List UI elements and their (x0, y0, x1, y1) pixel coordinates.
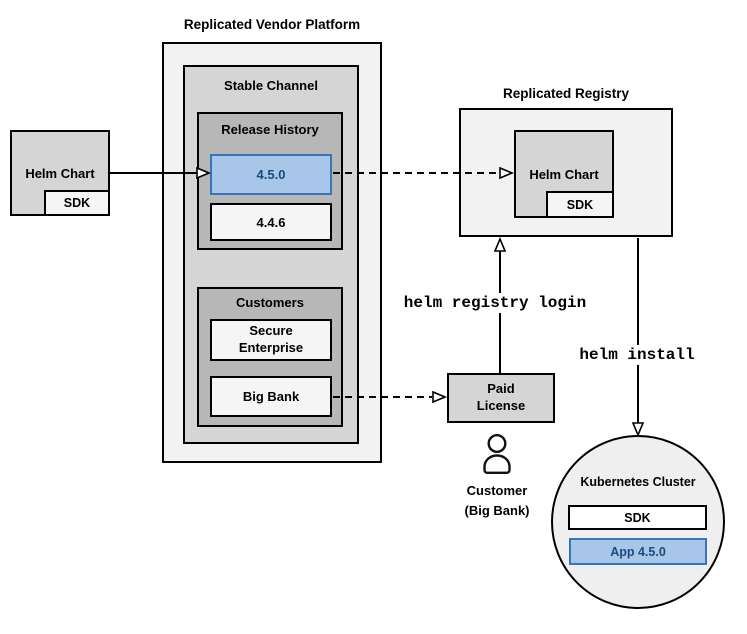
kubernetes-cluster-circle: Kubernetes Cluster SDK App 4.5.0 (551, 435, 725, 609)
release-item-4-4-6: 4.4.6 (210, 203, 332, 241)
source-helm-chart-label: Helm Chart (25, 165, 95, 181)
source-helm-chart-box: Helm Chart SDK (10, 130, 110, 216)
cluster-sdk-label: SDK (624, 510, 651, 525)
customers-box: Customers Secure Enterprise Big Bank (197, 287, 343, 427)
cluster-app-label: App 4.5.0 (610, 544, 666, 559)
customer-person-icon (483, 434, 511, 474)
release-item-4-5-0: 4.5.0 (210, 154, 332, 195)
customer-name-label: Big Bank (242, 389, 300, 404)
source-sdk-box: SDK (44, 190, 110, 216)
cluster-sdk-box: SDK (568, 505, 707, 530)
registry-helm-chart-label: Helm Chart (529, 166, 599, 182)
customers-title: Customers (236, 295, 304, 310)
cmd-helm-registry-login: helm registry login (399, 293, 591, 313)
vendor-platform-box: Stable Channel Release History 4.5.0 4.4… (162, 42, 382, 463)
registry-sdk-box: SDK (546, 191, 614, 218)
stable-channel-title: Stable Channel (224, 78, 318, 93)
release-history-title: Release History (221, 122, 319, 137)
customer-name-label: Secure Enterprise (238, 323, 304, 355)
vendor-platform-title: Replicated Vendor Platform (183, 17, 361, 32)
cluster-app-box: App 4.5.0 (569, 538, 707, 565)
stable-channel-box: Stable Channel Release History 4.5.0 4.4… (183, 65, 359, 444)
customer-item-secure-enterprise: Secure Enterprise (210, 319, 332, 361)
cmd-helm-install: helm install (575, 345, 699, 365)
release-history-box: Release History 4.5.0 4.4.6 (197, 112, 343, 250)
registry-box: Helm Chart SDK (459, 108, 673, 237)
arrow-registry-to-cluster (631, 238, 645, 438)
customer-label: Customer (Big Bank) (464, 483, 530, 518)
customer-item-big-bank: Big Bank (210, 376, 332, 417)
cluster-title: Kubernetes Cluster (580, 475, 696, 489)
registry-helm-chart-box: Helm Chart SDK (514, 130, 614, 218)
paid-license-label: Paid License (476, 381, 526, 413)
release-version-label: 4.5.0 (256, 167, 286, 182)
release-version-label: 4.4.6 (256, 214, 286, 230)
paid-license-box: Paid License (447, 373, 555, 423)
registry-title: Replicated Registry (502, 86, 630, 101)
